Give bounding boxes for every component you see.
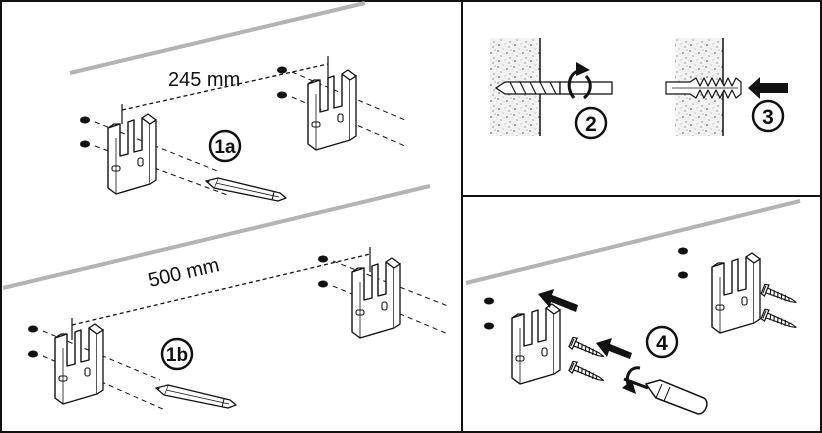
panel-mount: 4 <box>465 199 801 415</box>
wall-plug-icon <box>665 77 742 99</box>
drill-bit-icon <box>494 81 613 95</box>
screwdriver-icon <box>623 377 708 415</box>
push-arrow-icon <box>748 77 788 99</box>
step-badge-3: 3 <box>751 99 785 133</box>
wall-line-top <box>69 1 366 75</box>
rotation-arrow-icon <box>567 62 592 100</box>
svg-text:4: 4 <box>656 332 668 355</box>
panel-measure-mark: 245 mm 1a 500 mm <box>2 1 449 411</box>
screw-arrow-icon <box>596 338 632 359</box>
bracket-1a-left <box>107 113 157 195</box>
wall-line-mount <box>465 199 801 285</box>
wall-line-bottom <box>2 184 431 290</box>
pencil-1a <box>205 177 287 202</box>
panel-drill-plug: 2 3 <box>490 38 788 140</box>
rotation-arrow-screwdriver-icon <box>622 366 641 394</box>
svg-text:1a: 1a <box>214 137 236 158</box>
svg-text:3: 3 <box>762 106 774 129</box>
pencil-1b <box>155 384 237 409</box>
step-badge-4: 4 <box>645 325 679 359</box>
step-badge-1b: 1b <box>160 337 194 371</box>
bracket-4-left <box>511 303 561 385</box>
step-badge-1a: 1a <box>208 129 242 163</box>
bracket-1b-left <box>54 323 104 405</box>
svg-text:2: 2 <box>585 113 597 136</box>
bracket-1a-right <box>307 69 357 151</box>
drill-marks-1a <box>80 66 287 148</box>
step-badge-2: 2 <box>574 106 608 140</box>
dimension-label-245: 245 mm <box>168 69 240 91</box>
move-arrow-icon <box>538 289 578 312</box>
dimension-245: 245 mm <box>121 56 329 124</box>
bracket-4-right <box>711 252 761 334</box>
screws-4 <box>567 282 800 387</box>
drill-marks-1b <box>28 255 328 358</box>
dimension-label-500: 500 mm <box>146 254 221 292</box>
drill-marks-4 <box>484 247 688 330</box>
bracket-1b-right <box>351 257 401 339</box>
svg-text:1b: 1b <box>166 345 188 366</box>
